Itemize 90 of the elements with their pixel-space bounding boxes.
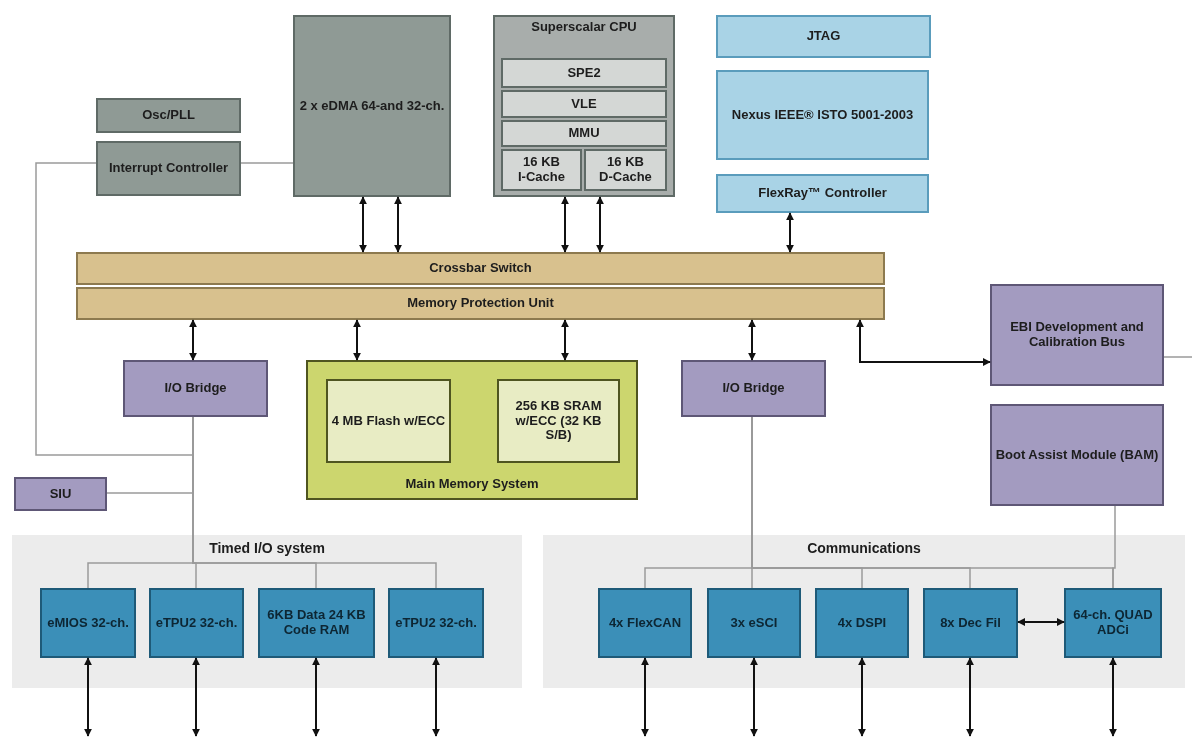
arrow <box>596 196 604 253</box>
cpu-unit-box <box>501 58 667 88</box>
connector-line <box>35 162 194 456</box>
connector-line <box>1112 505 1116 589</box>
module-box <box>990 284 1164 386</box>
arrow <box>966 657 974 737</box>
bus-band <box>76 252 885 285</box>
block-label: EBI Development and Calibration Bus <box>1009 320 1145 350</box>
peripheral-box <box>388 588 484 658</box>
block-label: Timed I/O system <box>209 540 325 557</box>
connector-line <box>1163 356 1192 358</box>
block-label: SPE2 <box>567 65 601 81</box>
connector-line <box>240 162 294 164</box>
peripheral-box <box>923 588 1018 658</box>
block-label: Interrupt Controller <box>108 161 229 176</box>
block-label: I/O Bridge <box>164 381 227 396</box>
arrow <box>561 319 569 361</box>
arrow <box>312 657 320 737</box>
module-box <box>96 141 241 196</box>
peripheral-box <box>707 588 801 658</box>
cpu-unit-box <box>501 90 667 118</box>
block-label: 4x DSPI <box>837 615 887 631</box>
arrow <box>432 657 440 737</box>
arrow <box>1017 618 1065 626</box>
arrow <box>192 657 200 737</box>
cpu-unit-box <box>584 149 667 191</box>
peripheral-box <box>598 588 692 658</box>
block-label: JTAG <box>806 29 841 44</box>
block-label: Main Memory System <box>405 477 539 492</box>
memory-box <box>326 379 451 463</box>
module-box <box>716 15 931 58</box>
arrow <box>786 212 794 253</box>
block-label: 6KB Data 24 KB Code RAM <box>266 608 367 638</box>
block-label: SIU <box>49 486 72 502</box>
cpu-box <box>493 15 675 197</box>
peripheral-box <box>40 588 136 658</box>
arrow <box>858 657 866 737</box>
block-label: VLE <box>571 96 597 112</box>
module-box <box>14 477 107 511</box>
cpu-unit-box <box>501 149 582 191</box>
block-label: 3x eSCI <box>730 615 778 631</box>
block-label: 16 KB I-Cache <box>517 155 566 185</box>
arrow <box>1109 657 1117 737</box>
memory-system-box <box>306 360 638 500</box>
block-label: Nexus IEEE® ISTO 5001-2003 <box>731 107 914 123</box>
peripheral-box <box>258 588 375 658</box>
arrow <box>641 657 649 737</box>
block-label: eTPU2 32-ch. <box>155 615 238 631</box>
arrow <box>750 657 758 737</box>
arrow <box>353 319 361 361</box>
subsystem-panel <box>12 535 522 688</box>
arrow <box>561 196 569 253</box>
arrow <box>748 319 756 361</box>
block-label: 4 MB Flash w/ECC <box>331 413 446 429</box>
block-label: eMIOS 32-ch. <box>47 615 129 631</box>
module-box <box>293 15 451 197</box>
block-label: Memory Protection Unit <box>407 296 554 311</box>
block-label: 16 KB D-Cache <box>598 155 653 185</box>
block-label: eTPU2 32-ch. <box>395 615 477 631</box>
bus-band <box>76 287 885 320</box>
module-box <box>716 174 929 213</box>
module-box <box>96 98 241 133</box>
peripheral-box <box>815 588 909 658</box>
block-label: Osc/PLL <box>142 108 195 123</box>
peripheral-box <box>149 588 244 658</box>
block-label: 4x FlexCAN <box>608 615 682 631</box>
block-label: Boot Assist Module (BAM) <box>995 447 1159 463</box>
block-label: 8x Dec Fil <box>940 615 1001 631</box>
subsystem-panel <box>543 535 1185 688</box>
block-label: FlexRay™ Controller <box>758 186 887 201</box>
block-label: 64-ch. QUAD ADCi <box>1072 608 1154 638</box>
block-label: MMU <box>568 126 600 141</box>
module-box <box>123 360 268 417</box>
block-label: 2 x eDMA 64-and 32-ch. <box>299 98 445 114</box>
module-box <box>716 70 929 160</box>
module-box <box>990 404 1164 506</box>
block-label: Crossbar Switch <box>429 261 532 276</box>
peripheral-box <box>1064 588 1162 658</box>
arrow <box>189 319 197 361</box>
block-label: Communications <box>807 540 921 557</box>
arrow <box>394 196 402 253</box>
arrow <box>84 657 92 737</box>
memory-box <box>497 379 620 463</box>
arrow <box>856 319 991 366</box>
block-label: I/O Bridge <box>722 381 785 396</box>
block-label: 256 KB SRAM w/ECC (32 KB S/B) <box>514 398 603 444</box>
arrow <box>359 196 367 253</box>
cpu-unit-box <box>501 120 667 147</box>
block-label: Superscalar CPU <box>531 20 637 35</box>
module-box <box>681 360 826 417</box>
